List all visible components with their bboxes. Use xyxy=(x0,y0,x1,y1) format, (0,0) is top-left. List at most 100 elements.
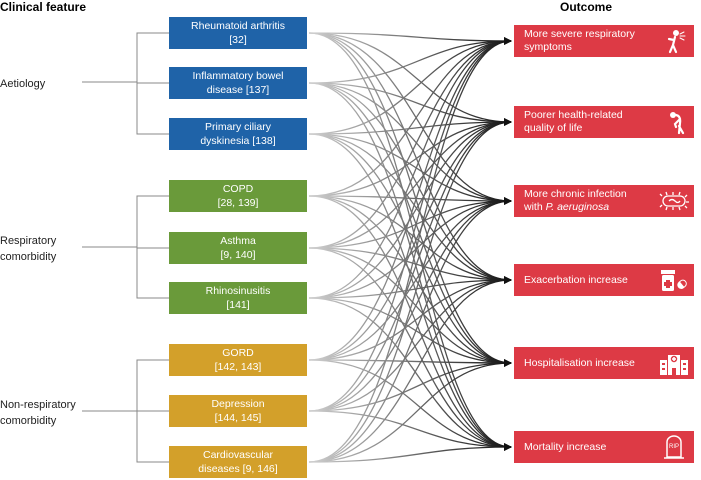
feature-line1: Cardiovascular xyxy=(202,449,274,461)
connector-arrow xyxy=(308,118,512,361)
feature-primary-ciliary-dyskinesia: Primary ciliary dyskinesia [138] xyxy=(169,118,307,150)
category-respiratory-line1: Respiratory xyxy=(0,235,57,247)
connector-arrow xyxy=(308,32,512,45)
connector-arrow xyxy=(308,276,512,299)
connector-arrow xyxy=(308,197,512,361)
connector-arrow xyxy=(308,37,512,84)
hospital-icon xyxy=(660,355,688,375)
feature-rhinosinusitis: Rhinosinusitis [141] xyxy=(169,282,307,314)
connector-arrow xyxy=(308,297,512,451)
outcome-hospitalisation: Hospitalisation increase xyxy=(514,347,694,379)
feature-line1: Inflammatory bowel xyxy=(192,70,284,82)
feature-line2: dyskinesia [138] xyxy=(200,135,276,147)
feature-inflammatory-bowel-disease: Inflammatory bowel disease [137] xyxy=(169,67,307,99)
feature-cardiovascular-diseases: Cardiovascular diseases [9, 146] xyxy=(169,446,307,478)
feature-line2: diseases [9, 146] xyxy=(198,463,278,475)
connector-arrow xyxy=(308,118,512,412)
feature-gord: GORD [142, 143] xyxy=(169,344,307,376)
feature-line1: COPD xyxy=(222,183,254,195)
category-aetiology: Aetiology xyxy=(0,76,45,92)
feature-line2: disease [137] xyxy=(206,84,270,96)
connector-arrow xyxy=(308,37,512,135)
connector-arrow xyxy=(308,118,512,135)
connector-arrow xyxy=(308,276,512,412)
connector-arrow xyxy=(308,32,512,205)
feature-line1: GORD xyxy=(222,347,254,359)
connector-arrow xyxy=(308,118,512,249)
connector-arrow xyxy=(308,37,512,299)
feature-line2: [142, 143] xyxy=(214,361,262,373)
connector-arrow xyxy=(308,133,512,367)
category-respiratory-line2: comorbidity xyxy=(0,251,57,263)
feature-rheumatoid-arthritis: Rheumatoid arthritis [32] xyxy=(169,17,307,49)
outcome-line1: Poorer health-related xyxy=(524,109,623,121)
outcome-line2-prefix: with xyxy=(524,201,546,213)
connector-arrow xyxy=(308,195,512,451)
feature-line1: Depression xyxy=(211,398,265,410)
feature-line2: [141] xyxy=(226,299,250,311)
outcome-line1: Hospitalisation increase xyxy=(524,356,635,369)
outcome-line1: Exacerbation increase xyxy=(524,273,628,286)
connector-arrow xyxy=(308,82,512,367)
feature-line1: Asthma xyxy=(220,235,256,247)
connector-arrow xyxy=(308,247,512,451)
bent-over-person-icon xyxy=(670,112,685,135)
outcome-quality-of-life: Poorer health-related quality of life xyxy=(514,106,694,138)
category-non-respiratory-line2: comorbidity xyxy=(0,415,57,427)
connector-arrow xyxy=(308,37,512,197)
feature-copd: COPD [28, 139] xyxy=(169,180,307,212)
connector-arrow xyxy=(308,359,512,367)
category-aetiology-label: Aetiology xyxy=(0,78,46,90)
connector-arrow xyxy=(308,37,512,361)
connector-arrow xyxy=(308,197,512,463)
outcome-line2: symptoms xyxy=(524,41,572,53)
connector-arrow xyxy=(308,82,512,126)
gravestone-icon: RIP xyxy=(664,435,684,459)
feature-line2: [32] xyxy=(229,34,247,46)
feature-depression: Depression [144, 145] xyxy=(169,395,307,427)
connector-arrow xyxy=(308,359,512,412)
category-non-respiratory-line1: Non-respiratory xyxy=(0,399,76,411)
organism-name: P. aeruginosa xyxy=(545,201,610,213)
medication-icon xyxy=(661,270,688,291)
connector-arrow xyxy=(308,133,512,205)
connector-arrow xyxy=(308,276,512,361)
connector-arrow xyxy=(308,37,512,249)
outcome-line2: quality of life xyxy=(524,122,583,134)
connector-arrow xyxy=(308,32,512,126)
category-non-respiratory: Non-respiratory comorbidity xyxy=(0,397,76,429)
connector-arrow xyxy=(308,359,512,463)
connector-arrow xyxy=(308,118,512,299)
connector-arrow xyxy=(308,82,512,205)
connector-arrow xyxy=(308,195,512,284)
feature-outcome-arrows xyxy=(308,32,512,463)
connector-arrow xyxy=(308,410,512,451)
connector-arrow xyxy=(308,82,512,284)
outcome-line1: More chronic infection xyxy=(524,188,627,200)
connector-arrow xyxy=(308,37,512,412)
feature-line2: [28, 139] xyxy=(217,197,259,209)
connector-arrow xyxy=(308,247,512,284)
outcome-line1: Mortality increase xyxy=(524,440,607,453)
coughing-person-icon xyxy=(667,30,686,54)
outcome-respiratory-symptoms: More severe respiratory symptoms xyxy=(514,25,694,57)
connector-arrow xyxy=(308,276,512,463)
feature-line2: [9, 140] xyxy=(220,249,256,261)
connector-arrow xyxy=(308,133,512,284)
outcome-mortality: Mortality increase RIP xyxy=(514,431,694,463)
category-respiratory: Respiratory comorbidity xyxy=(0,233,56,265)
outcome-chronic-infection: More chronic infection with P. aeruginos… xyxy=(514,185,694,217)
connector-arrow xyxy=(308,32,512,284)
bacterium-icon xyxy=(659,191,689,211)
connector-arrow xyxy=(308,443,512,463)
gravestone-text: RIP xyxy=(669,444,679,450)
connector-arrow xyxy=(308,197,512,412)
connector-arrow xyxy=(308,359,512,451)
connector-arrow xyxy=(308,37,512,463)
outcome-line2: with P. aeruginosa xyxy=(524,201,650,214)
outcome-exacerbation: Exacerbation increase xyxy=(514,264,694,296)
connector-arrow xyxy=(308,118,512,463)
feature-line1: Rhinosinusitis xyxy=(205,285,271,297)
feature-asthma: Asthma [9, 140] xyxy=(169,232,307,264)
clinical-feature-header: Clinical feature xyxy=(0,0,87,14)
